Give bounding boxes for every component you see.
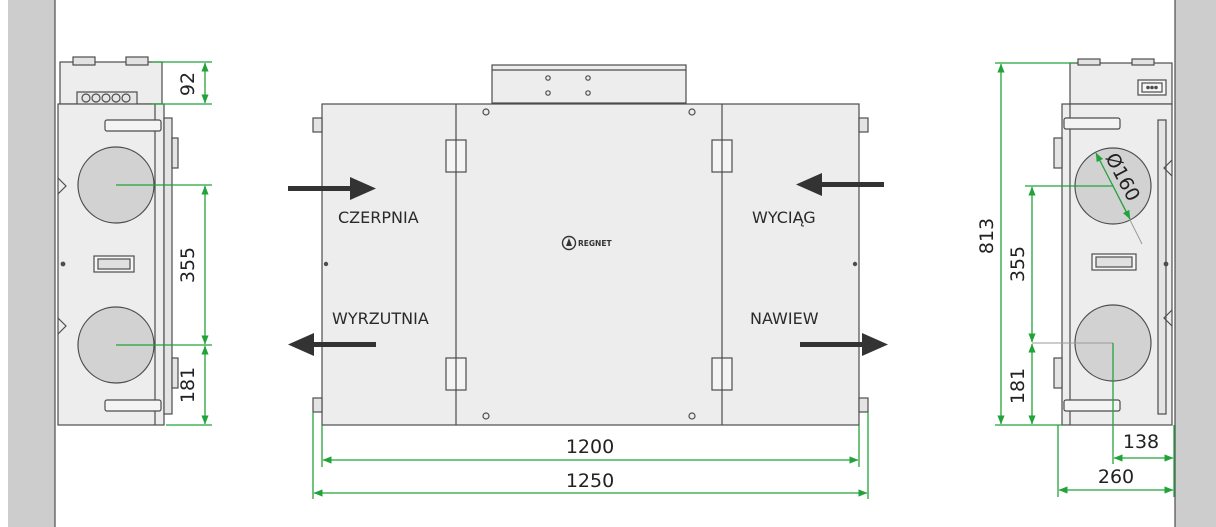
right-dim-bottom-text: 181 [1007,368,1029,404]
left-screw [60,261,66,267]
left-latch-tab [171,137,179,169]
front-top-control-box [491,64,687,104]
front-screw [688,412,696,420]
left-hook [57,177,67,195]
airflow-arrows [288,173,888,356]
front-mount-foot [312,397,323,413]
brand-name: REGNET [578,239,612,248]
front-screw [482,412,490,420]
right-center-grip-inner [1095,256,1133,268]
left-bottom-handle [104,399,162,412]
arrow-exhaust-left-icon [288,333,376,356]
left-terminal [101,93,111,103]
front-dimensions [312,412,869,499]
right-bottom-handle [1063,399,1121,412]
front-dim-inner-text: 1200 [566,436,614,458]
front-box-screw [545,90,551,96]
right-top-clip [1131,58,1155,66]
power-socket-icon [1137,79,1167,96]
front-box-screw [545,75,551,81]
right-dim-depth-text: 260 [1098,466,1134,488]
left-terminal [121,93,131,103]
right-latch-tab [1053,137,1063,169]
left-bracket-a [72,56,96,66]
right-dim-total-text: 813 [976,218,998,254]
arrow-intake-right-icon [288,177,376,200]
front-screw [688,108,696,116]
left-wall [8,0,55,527]
left-terminal [91,93,101,103]
left-latch-tab [171,357,179,389]
right-wall [1175,0,1216,527]
left-hook [57,317,67,335]
front-dim-outer-text: 1250 [566,470,614,492]
regnet-logo-icon [561,235,577,251]
label-wyrzutnia: WYRZUTNIA [332,309,429,328]
left-terminal [111,93,121,103]
arrow-extract-left-icon [796,173,884,196]
front-mount-foot [858,397,869,413]
front-view [312,64,869,426]
right-latch-tab [1053,357,1063,389]
left-side-view [57,56,179,426]
right-dim-diameter-line [1095,152,1131,220]
right-dim-offset-text: 138 [1123,431,1159,453]
left-dimensions [116,61,212,426]
left-top-handle [104,119,162,132]
front-side-bolt [323,261,329,267]
label-czerpnia: CZERPNIA [338,208,419,227]
label-wyciag: WYCIĄG [752,208,816,227]
front-box-screw [585,75,591,81]
front-side-bolt [852,261,858,267]
left-dim-middle-text: 355 [177,247,199,283]
label-nawiew: NAWIEW [750,309,819,328]
front-mount-foot [858,117,869,133]
right-dim-middle-text: 355 [1007,246,1029,282]
right-side-rail [1157,119,1167,415]
right-dimensions [995,62,1175,497]
left-side-rail [163,117,173,415]
right-hook [1163,159,1173,177]
right-hook [1163,309,1173,327]
front-box-screw [585,90,591,96]
right-screw [1163,261,1169,267]
front-body [321,103,860,426]
right-top-clip [1077,58,1101,66]
arrow-supply-right-icon [800,333,888,356]
left-dim-top-text: 92 [177,72,199,96]
front-mount-foot [312,117,323,133]
left-center-grip-inner [97,258,131,270]
left-bracket-b [125,56,149,66]
left-terminal [81,93,91,103]
right-top-handle [1063,117,1121,130]
front-screw [482,108,490,116]
left-dim-bottom-text: 181 [177,367,199,403]
